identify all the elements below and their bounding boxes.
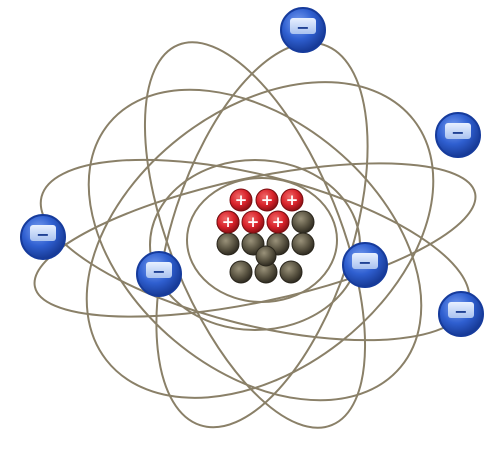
nucleus: + + + + + + (216, 188, 315, 284)
electron: − (280, 7, 326, 53)
svg-text:+: + (261, 191, 274, 209)
electron: − (435, 112, 481, 158)
svg-text:−: − (451, 123, 464, 142)
electron: − (342, 242, 388, 288)
proton: + (241, 210, 265, 234)
svg-text:−: − (152, 262, 165, 281)
svg-text:+: + (235, 191, 248, 209)
neutron (291, 232, 315, 256)
svg-text:−: − (454, 302, 467, 321)
orbit-path (33, 162, 477, 318)
proton: + (280, 188, 304, 212)
svg-text:−: − (36, 225, 49, 244)
neutron (279, 260, 303, 284)
svg-text:+: + (272, 213, 285, 231)
electrons: − − − − − − (20, 7, 484, 337)
svg-text:+: + (222, 213, 235, 231)
svg-text:+: + (286, 191, 299, 209)
orbit-path (87, 88, 423, 402)
electron: − (20, 214, 66, 260)
electron: − (136, 251, 182, 297)
orbit-path (85, 81, 435, 399)
electron: − (438, 291, 484, 337)
neutron (255, 245, 277, 267)
proton: + (255, 188, 279, 212)
proton: + (216, 210, 240, 234)
neutron (229, 260, 253, 284)
orbit-path (155, 41, 369, 429)
neutron (216, 232, 240, 256)
svg-text:−: − (296, 18, 309, 37)
svg-text:+: + (247, 213, 260, 231)
proton: + (266, 210, 290, 234)
proton: + (229, 188, 253, 212)
neutron (291, 210, 315, 234)
svg-text:−: − (358, 253, 371, 272)
